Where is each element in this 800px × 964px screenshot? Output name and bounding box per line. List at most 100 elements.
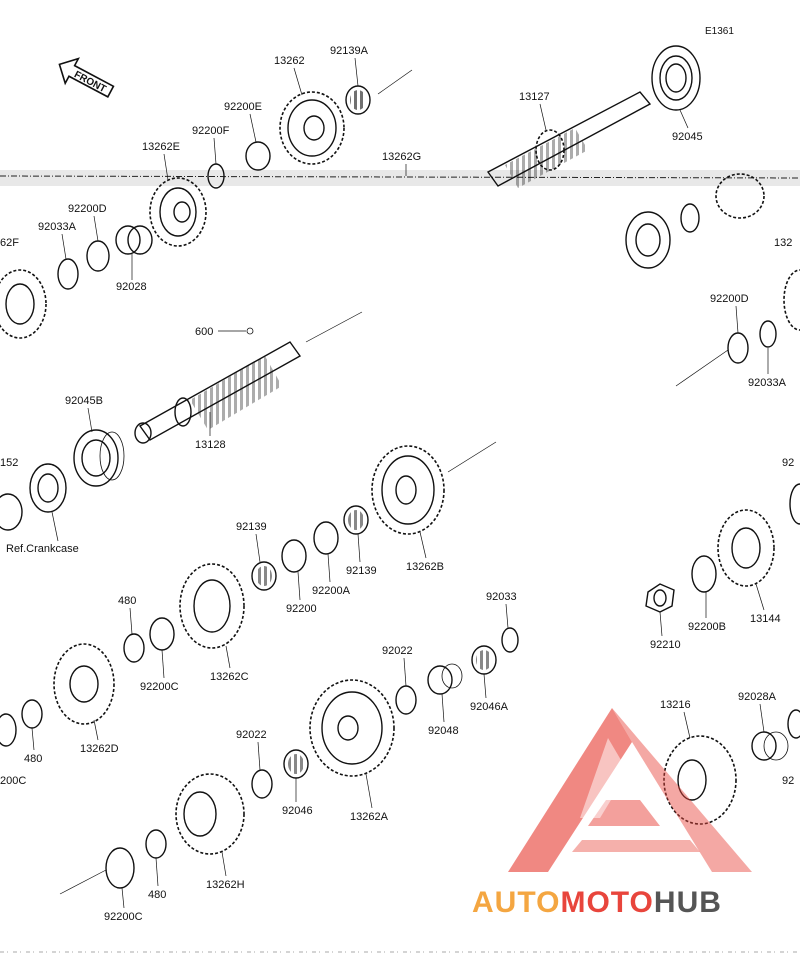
label-92139A: 92139A (330, 45, 369, 57)
watermark-logo (508, 708, 752, 872)
label-13262: 13262 (274, 55, 305, 67)
washer-92200 (281, 539, 307, 573)
washer-92200D (86, 240, 110, 272)
shaft-13127 (486, 91, 652, 188)
bushing-92028A (751, 731, 789, 761)
needle-bearing-92139A (345, 85, 371, 115)
washer-92200E (245, 141, 271, 171)
label-92048: 92048 (428, 725, 459, 737)
label-92046: 92046 (282, 805, 313, 817)
label-480: 480 (118, 595, 136, 607)
label-92033: 92033 (486, 591, 517, 603)
diagram-code: E1361 (705, 26, 734, 37)
circlip-right-upper (680, 203, 700, 233)
label-13262G: 13262G (382, 151, 421, 163)
label-480-b: 480 (24, 753, 42, 765)
gear-right-mid (789, 483, 800, 525)
scan-line (0, 175, 800, 179)
collar-left (0, 493, 23, 531)
label-92200D: 92200D (68, 203, 107, 215)
gear-132-right (783, 269, 800, 331)
label-13127: 13127 (519, 91, 550, 103)
scan-band (0, 170, 800, 186)
circlip-480-b (21, 699, 43, 729)
label-92045: 92045 (672, 131, 703, 143)
bushing-92028 (115, 225, 153, 255)
washer-200C (0, 713, 17, 747)
washer-92200C (149, 617, 175, 651)
label-92033A: 92033A (38, 221, 77, 233)
label-92033A-right: 92033A (748, 377, 787, 389)
gear-13262 (279, 91, 345, 165)
oil-seal-152 (29, 463, 67, 513)
gear-13262D (53, 643, 115, 725)
label-62F: 62F (0, 237, 19, 249)
gear-right-upper (715, 173, 765, 219)
label-13144: 13144 (750, 613, 781, 625)
label-480-c: 480 (148, 889, 166, 901)
washer-92022-b (251, 769, 273, 799)
bearing-92045B (73, 429, 125, 487)
label-92-right: 92 (782, 457, 794, 469)
gear-13262C (179, 563, 245, 649)
label-13262E: 13262E (142, 141, 180, 153)
label-92139-b: 92139 (346, 565, 377, 577)
label-92022-b: 92022 (236, 729, 267, 741)
label-132-right: 132 (774, 237, 792, 249)
washer-92200C-b (105, 847, 135, 889)
circlip-92033 (501, 627, 519, 653)
gear-13262A (309, 679, 395, 777)
circlip-92033A (57, 258, 79, 290)
bearing-right-upper (625, 211, 671, 269)
needle-bearing-92046A (471, 645, 497, 675)
collar-92048 (427, 663, 463, 695)
washer-92200D-right (727, 332, 749, 364)
label-92200B: 92200B (688, 621, 726, 633)
sprocket-13144 (717, 509, 775, 587)
needle-bearing-92046 (283, 749, 309, 779)
front-arrow-icon: FRONT (58, 57, 115, 98)
label-13262A: 13262A (350, 811, 389, 823)
circlip-480 (123, 633, 145, 663)
watermark-hub: HUB (654, 886, 722, 919)
label-92046A: 92046A (470, 701, 509, 713)
gear-62F (0, 269, 47, 339)
label-92028A: 92028A (738, 691, 777, 703)
label-92200: 92200 (286, 603, 317, 615)
watermark-text: AUTOMOTOHUB (472, 886, 722, 919)
label-92-right-bottom: 92 (782, 775, 794, 787)
label-92200D-right: 92200D (710, 293, 749, 305)
label-13128: 13128 (195, 439, 226, 451)
nut-92210 (645, 583, 675, 613)
label-152: 152 (0, 457, 18, 469)
gear-13262E (149, 177, 207, 247)
circlip-480-c (145, 829, 167, 859)
washer-92200B (691, 555, 717, 593)
needle-bearing-92139 (251, 561, 277, 591)
label-13262H: 13262H (206, 879, 245, 891)
shaft-13128 (134, 341, 302, 444)
label-92022: 92022 (382, 645, 413, 657)
label-200C: 200C (0, 775, 26, 787)
label-13216: 13216 (660, 699, 691, 711)
label-92200C-b: 92200C (104, 911, 143, 923)
gear-13262B (371, 445, 445, 535)
label-13262D: 13262D (80, 743, 119, 755)
gear-13216 (663, 735, 737, 825)
label-92045B: 92045B (65, 395, 103, 407)
watermark-auto: AUTO (472, 886, 560, 919)
label-ref-crankcase: Ref.Crankcase (6, 543, 79, 555)
point-600 (246, 327, 254, 335)
washer-92200A (313, 521, 339, 555)
label-13262C: 13262C (210, 671, 249, 683)
watermark-moto: MOTO (560, 886, 653, 919)
label-92210: 92210 (650, 639, 681, 651)
label-13262B: 13262B (406, 561, 444, 573)
gear-13262H (175, 773, 245, 855)
label-92200E: 92200E (224, 101, 262, 113)
circlip-right-bottom (787, 709, 800, 739)
label-92200A: 92200A (312, 585, 351, 597)
washer-92022 (395, 685, 417, 715)
label-92028: 92028 (116, 281, 147, 293)
